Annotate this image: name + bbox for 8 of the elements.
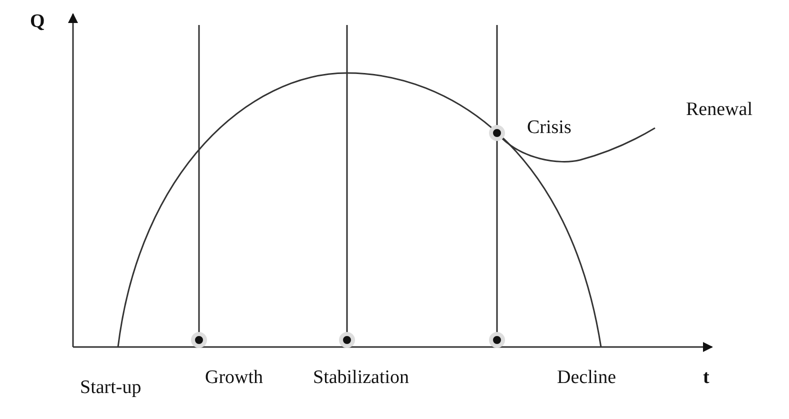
axis-label: t [703,368,710,387]
axis-label: Q [30,12,45,31]
stage-label: Start-up [80,378,142,397]
stage-label: Stabilization [313,368,410,387]
stage-label: Growth [205,368,264,387]
curve-label: Crisis [527,118,572,137]
stage-label: Decline [557,368,616,387]
curve-label: Renewal [686,100,752,119]
